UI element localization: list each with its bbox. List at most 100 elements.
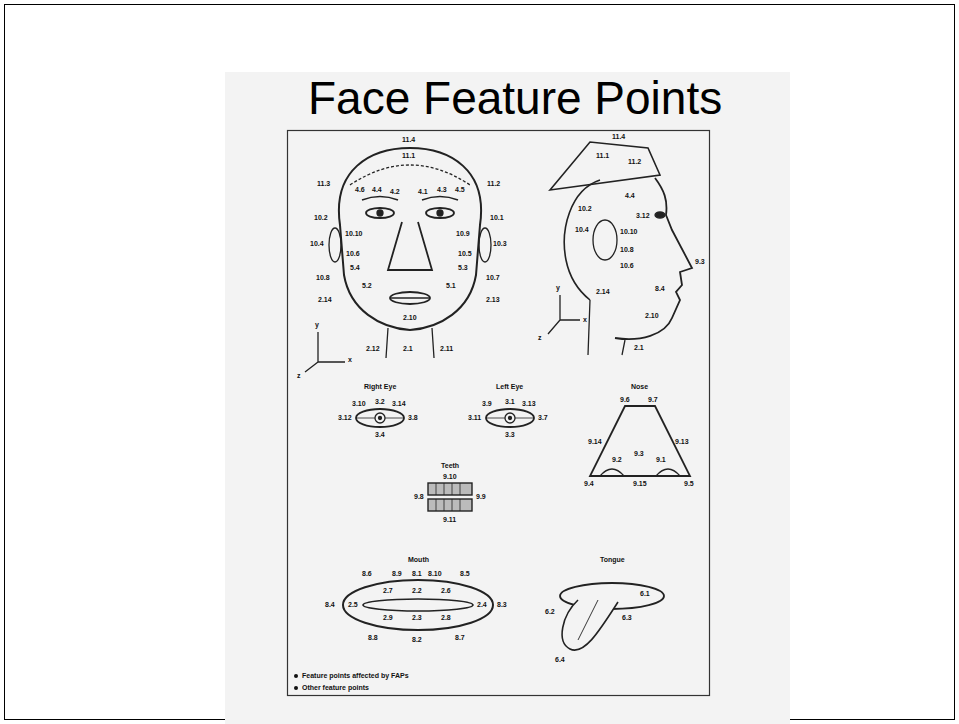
callout-number: 10.4: [575, 226, 589, 234]
nose: [388, 222, 432, 270]
callout-number: 3.12: [636, 212, 650, 220]
neck: [386, 328, 434, 358]
callout-number: 11.1: [402, 152, 415, 160]
callout-number: 4.4: [372, 186, 382, 194]
callout-number: 3.8: [408, 414, 418, 422]
callout-number: 11.2: [487, 180, 500, 188]
callout-number: 10.2: [578, 205, 592, 213]
callout-number: 10.5: [458, 250, 472, 258]
callout-number: 10.1: [490, 214, 504, 222]
pupil: [379, 417, 382, 420]
callout-number: 4.1: [418, 188, 428, 196]
callout-number: 2.12: [366, 345, 380, 353]
callout-number: 8.3: [497, 601, 507, 609]
callout-number: 8.4: [655, 285, 665, 293]
ear: [329, 228, 341, 262]
inner-lips: [363, 599, 473, 611]
tongue-detail: [560, 583, 664, 650]
axis-label: z: [538, 334, 542, 342]
eye-axis: [356, 418, 404, 419]
callout-number: 4.6: [355, 186, 365, 194]
callout-number: 10.8: [316, 274, 330, 282]
mouth: [390, 292, 430, 304]
callout-number: 5.2: [362, 282, 372, 290]
tongue: [562, 600, 618, 650]
slide-title: Face Feature Points: [308, 72, 722, 124]
callout-number: 3.14: [392, 400, 406, 408]
callout-number: 9.14: [588, 438, 602, 446]
callout-number: 9.5: [684, 480, 694, 488]
ear: [593, 220, 617, 260]
head-cap: [550, 142, 660, 190]
section-title: Left Eye: [496, 383, 523, 391]
callout-number: 8.2: [412, 636, 422, 644]
pupil: [509, 417, 512, 420]
hairline: [350, 165, 470, 185]
callout-number: 8.7: [455, 634, 465, 642]
axis-label: y: [315, 321, 319, 329]
head-back: [564, 180, 600, 300]
callout-number: 4.4: [625, 192, 635, 200]
callout-number: 4.2: [390, 188, 400, 196]
ear: [479, 228, 491, 262]
callout-number: 6.3: [622, 614, 632, 622]
callout-number: 5.4: [350, 264, 360, 272]
nostrils: [600, 469, 680, 476]
callout-number: 8.10: [428, 570, 442, 578]
head-outline: [339, 148, 481, 330]
nose-detail: [590, 406, 690, 476]
front-face: [305, 148, 491, 372]
callout-number: 2.14: [596, 288, 610, 296]
legend-dot: [294, 686, 298, 690]
callout-number: 9.11: [443, 516, 456, 524]
eye-outline: [356, 409, 404, 427]
callout-number: 2.3: [412, 614, 422, 622]
tongue-midline: [578, 600, 598, 640]
eye: [426, 208, 454, 218]
callout-number: 8.1: [412, 570, 422, 578]
axes: [305, 332, 345, 372]
callout-number: 9.7: [648, 396, 658, 404]
callout-number: 6.2: [545, 608, 555, 616]
legend-text: Other feature points: [302, 684, 369, 692]
callout-number: 10.10: [345, 230, 363, 238]
callout-number: 3.7: [538, 414, 548, 422]
profile: [615, 178, 692, 339]
callout-number: 9.3: [634, 450, 644, 458]
eyebrows: [362, 197, 458, 201]
legend-dot: [294, 674, 298, 678]
callout-number: 9.9: [476, 493, 486, 501]
callout-number: 11.4: [402, 136, 415, 144]
upper-teeth: [428, 483, 472, 495]
eye: [366, 208, 394, 218]
section-title: Mouth: [408, 556, 429, 564]
section-title: Tongue: [600, 556, 625, 564]
callout-number: 4.3: [437, 186, 447, 194]
callout-number: 6.1: [640, 590, 650, 598]
callout-number: 2.6: [441, 587, 451, 595]
callout-number: 3.10: [352, 400, 366, 408]
callout-number: 3.9: [482, 400, 492, 408]
section-title: Nose: [631, 383, 648, 391]
callout-number: 10.9: [456, 230, 470, 238]
callout-number: 9.13: [675, 438, 689, 446]
callout-number: 2.8: [441, 614, 451, 622]
callout-number: 11.1: [596, 152, 609, 160]
callout-number: 10.4: [310, 240, 324, 248]
callout-number: 11.3: [317, 180, 330, 188]
teeth-detail: [428, 483, 472, 511]
callout-number: 2.1: [403, 345, 413, 353]
callout-number: 11.2: [628, 158, 641, 166]
callout-number: 3.2: [375, 398, 385, 406]
axis-label: y: [556, 284, 560, 292]
callout-number: 10.6: [346, 250, 360, 258]
mouth-detail: [343, 580, 493, 630]
callout-number: 5.1: [446, 282, 456, 290]
callout-number: 2.2: [412, 587, 422, 595]
callout-number: 5.3: [458, 264, 468, 272]
outer-lips: [343, 580, 493, 630]
callout-number: 3.13: [522, 400, 536, 408]
callout-number: 9.4: [584, 480, 594, 488]
callout-number: 8.5: [460, 570, 470, 578]
